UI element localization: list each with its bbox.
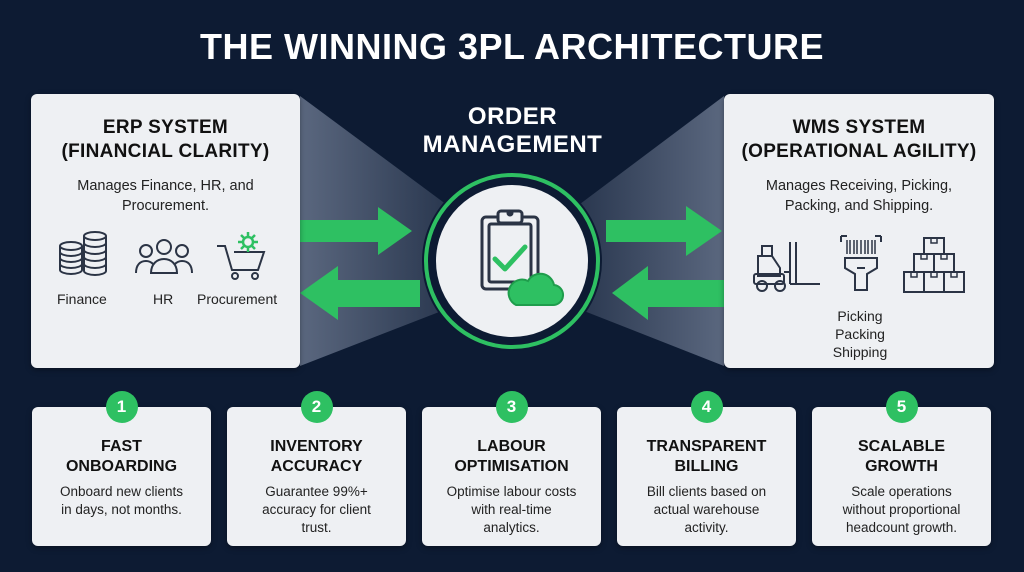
benefit-title: LABOUR OPTIMISATION xyxy=(454,438,569,475)
step-picking: Picking xyxy=(837,308,883,324)
benefit-card-transparent-billing: 4 TRANSPARENT BILLING Bill clients based… xyxy=(617,391,796,546)
step-number-badge: 3 xyxy=(495,391,528,423)
cloud-icon xyxy=(507,272,564,307)
hr-label: HR xyxy=(153,291,174,307)
people-group-icon xyxy=(135,237,193,284)
benefit-card-labour-optimisation: 3 LABOUR OPTIMISATION Optimise labour co… xyxy=(422,391,601,546)
erp-panel: ERP SYSTEM (FINANCIAL CLARITY) Manages F… xyxy=(31,94,300,368)
benefit-description: Guarantee 99%+ accuracy for client trust… xyxy=(262,484,371,535)
benefit-description: Onboard new clients in days, not months. xyxy=(59,484,184,517)
benefit-card-fast-onboarding: 1 FAST ONBOARDING Onboard new clients in… xyxy=(32,391,211,546)
step-number-badge: 5 xyxy=(885,391,918,423)
benefit-title: SCALABLE GROWTH xyxy=(857,438,946,475)
erp-title: ERP SYSTEM (FINANCIAL CLARITY) xyxy=(61,117,270,162)
benefit-description: Bill clients based on actual warehouse a… xyxy=(646,484,767,535)
wms-title: WMS SYSTEM (OPERATIONAL AGILITY) xyxy=(741,117,977,162)
forklift-icon xyxy=(750,236,826,299)
step-number-badge: 4 xyxy=(690,391,723,423)
benefit-title: INVENTORY ACCURACY xyxy=(270,438,363,475)
coins-stack-icon xyxy=(57,231,111,286)
benefit-card-inventory-accuracy: 2 INVENTORY ACCURACY Guarantee 99%+ accu… xyxy=(227,391,406,546)
erp-description: Manages Finance, HR, and Procurement. xyxy=(77,178,254,214)
procurement-label: Procurement xyxy=(197,291,278,307)
boxes-stack-icon xyxy=(902,234,968,301)
wms-steps-list: Picking Packing Shipping xyxy=(805,307,915,361)
barcode-scanner-icon xyxy=(837,232,885,299)
order-management-hub xyxy=(422,171,602,351)
erp-to-oms-arrow xyxy=(300,207,412,255)
benefit-description: Optimise labour costs with real-time ana… xyxy=(446,484,577,535)
page-title: THE WINNING 3PL ARCHITECTURE xyxy=(199,26,824,67)
benefit-title: FAST ONBOARDING xyxy=(65,438,178,475)
oms-to-erp-arrow xyxy=(300,266,420,320)
step-packing: Packing xyxy=(835,326,885,342)
benefit-title: TRANSPARENT BILLING xyxy=(646,438,767,475)
wms-panel: WMS SYSTEM (OPERATIONAL AGILITY) Manages… xyxy=(724,94,994,368)
order-management-heading: ORDER MANAGEMENT xyxy=(422,103,603,158)
finance-label: Finance xyxy=(57,291,107,307)
cart-gear-icon xyxy=(213,230,273,287)
wms-to-oms-arrow xyxy=(612,266,724,320)
wms-description: Manages Receiving, Picking, Packing, and… xyxy=(765,178,953,214)
step-number-badge: 2 xyxy=(300,391,333,423)
step-shipping: Shipping xyxy=(832,344,888,360)
clipboard-check-icon xyxy=(480,209,540,291)
benefit-card-scalable-growth: 5 SCALABLE GROWTH Scale operations witho… xyxy=(812,391,991,546)
oms-to-wms-arrow xyxy=(606,206,722,256)
step-number-badge: 1 xyxy=(105,391,138,423)
benefit-description: Scale operations without proportional he… xyxy=(842,484,961,535)
